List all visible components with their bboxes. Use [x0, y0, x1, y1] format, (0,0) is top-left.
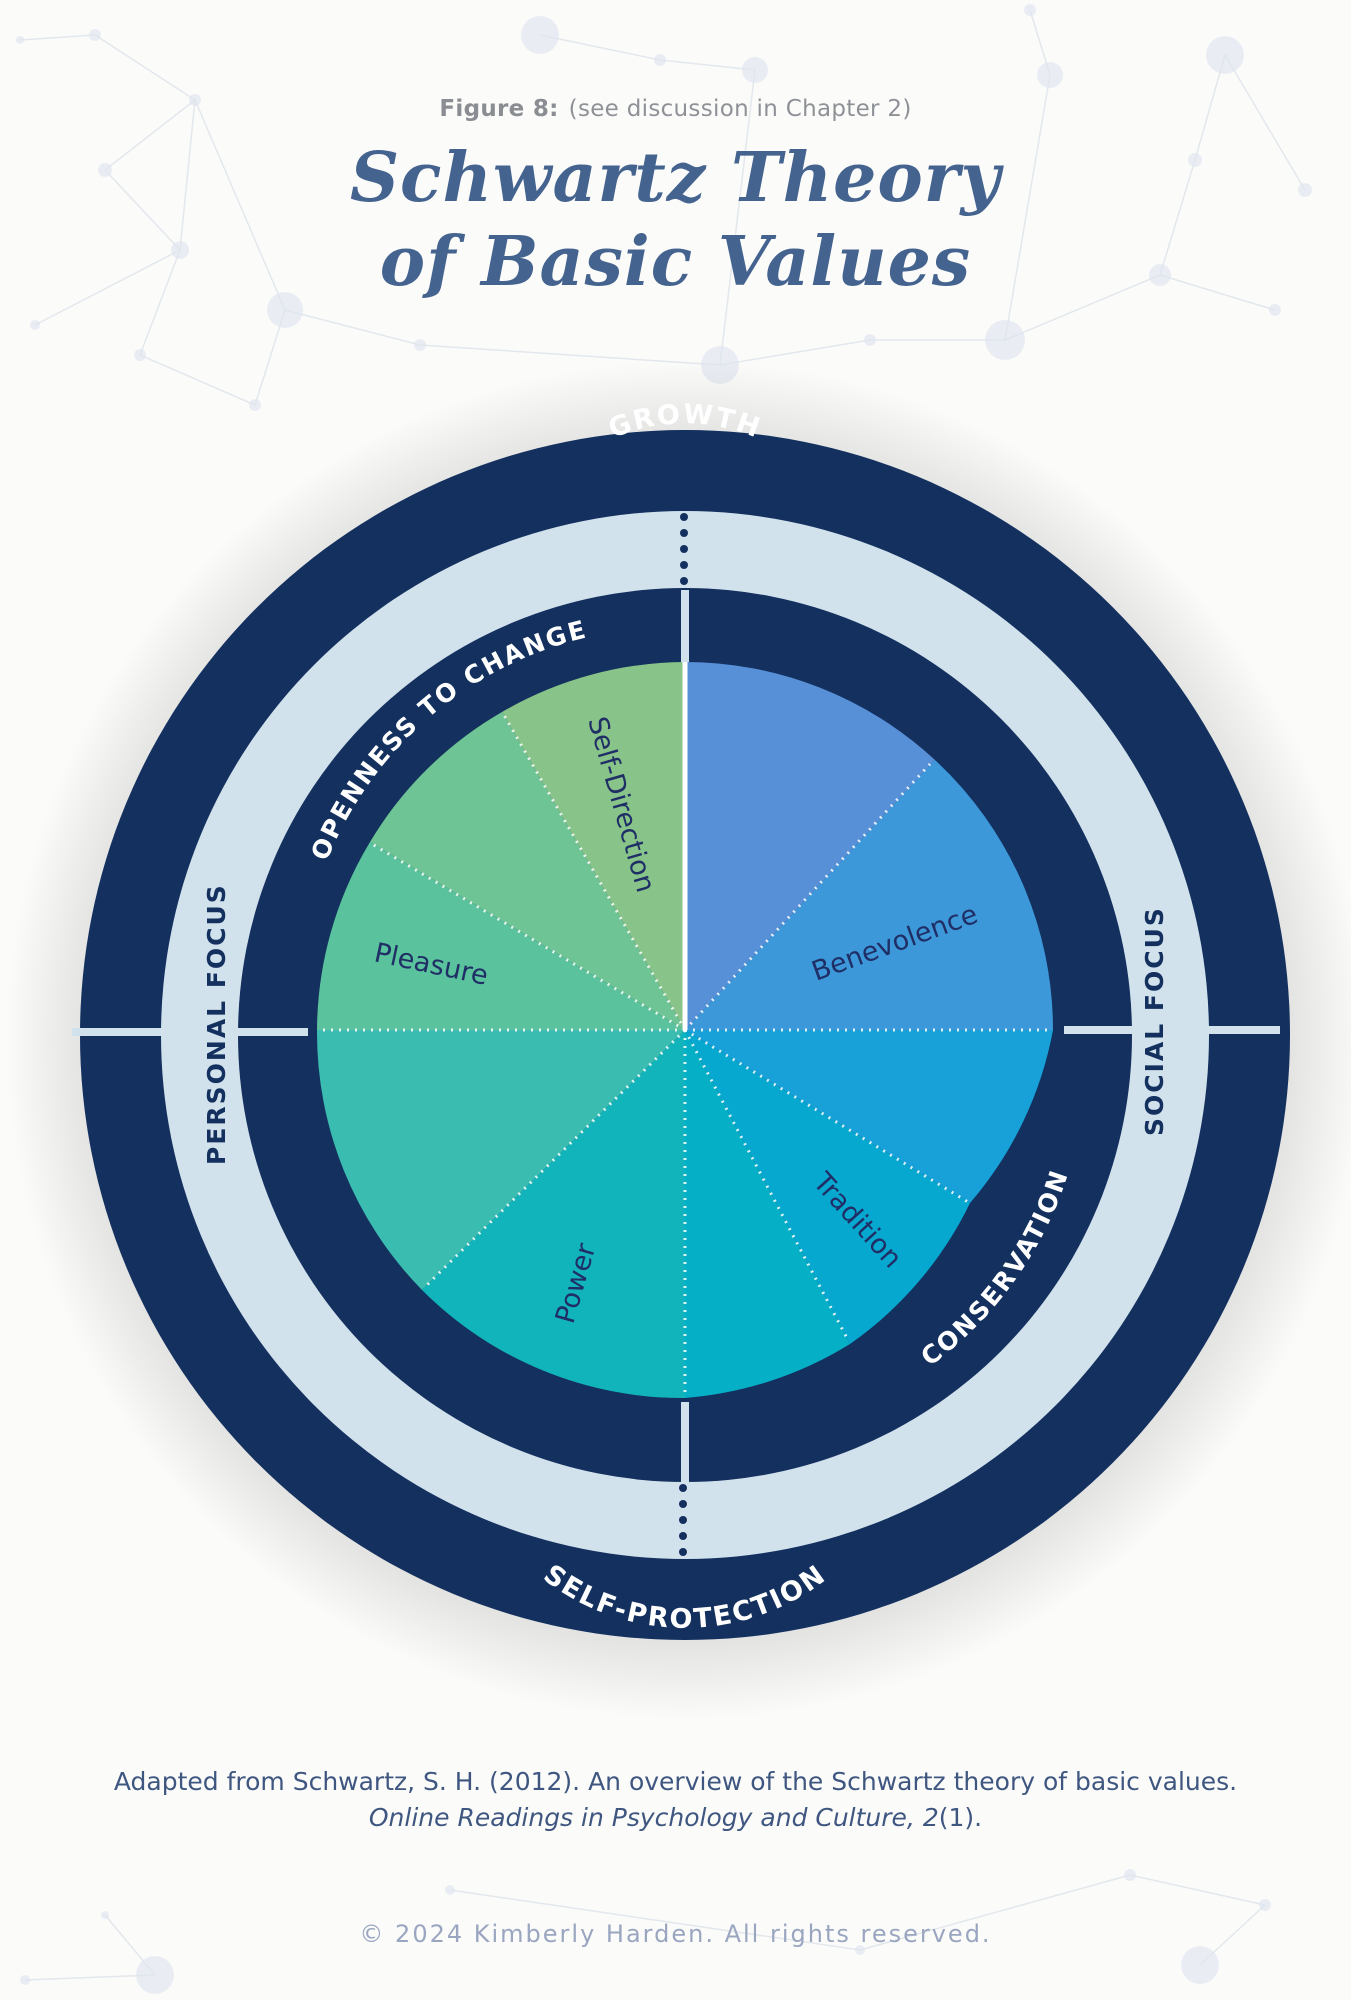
- network-node: [1181, 1946, 1219, 1984]
- title-line-1: Schwartz Theory: [349, 138, 1002, 218]
- network-node: [1024, 4, 1036, 16]
- network-node: [654, 54, 666, 66]
- network-edge: [179, 99, 196, 251]
- segment-power: [422, 1030, 685, 1399]
- network-edge: [34, 249, 181, 326]
- page-title: Schwartz Theory of Basic Values: [0, 136, 1351, 304]
- segment-benevolence-upper: [685, 662, 935, 1030]
- source-citation: Adapted from Schwartz, S. H. (2012). An …: [100, 1764, 1251, 1836]
- network-node: [20, 1975, 30, 1985]
- network-node: [30, 320, 40, 330]
- network-node: [1298, 183, 1312, 197]
- network-edge: [1159, 159, 1196, 276]
- segment-tradition: [685, 1030, 970, 1344]
- network-edge: [194, 99, 286, 311]
- network-node: [445, 1885, 455, 1895]
- network-node: [1037, 62, 1063, 88]
- network-node: [1206, 36, 1244, 74]
- network-node: [1149, 264, 1171, 286]
- network-node: [1188, 153, 1202, 167]
- network-edge: [1004, 74, 1051, 341]
- copyright-notice: © 2024 Kimberly Harden. All rights reser…: [359, 1920, 992, 1948]
- network-node: [136, 1956, 174, 1994]
- growth-dotted-connector: [680, 513, 688, 585]
- network-node: [414, 339, 426, 351]
- network-node: [864, 334, 876, 346]
- network-edge: [19, 34, 96, 41]
- segment-benevolence: [685, 760, 1053, 1030]
- network-edge: [104, 169, 181, 251]
- network-node: [521, 16, 559, 54]
- network-edge: [284, 309, 421, 346]
- segment-universalism: [685, 1030, 1053, 1203]
- network-node: [134, 349, 146, 361]
- network-node: [89, 29, 101, 41]
- segment-conformity: [685, 1030, 850, 1398]
- figure-caption: (see discussion in Chapter 2): [568, 96, 912, 122]
- network-node: [855, 1945, 865, 1955]
- citation-text: Adapted from Schwartz, S. H. (2012). An …: [113, 1767, 1238, 1796]
- network-node: [742, 57, 768, 83]
- network-edge: [94, 34, 196, 101]
- network-edge: [719, 69, 756, 366]
- segment-pleasure: [317, 842, 685, 1030]
- network-edge: [449, 1889, 861, 1951]
- network-node: [171, 241, 189, 259]
- light-ring-label-social-focus: SOCIAL FOCUS: [1140, 906, 1169, 1136]
- values-pie: [316, 662, 1053, 1399]
- segment-stimulation: [370, 712, 685, 1030]
- self-protection-dotted-connector: [679, 1484, 687, 1556]
- network-edge: [859, 1874, 1131, 1951]
- network-node: [1269, 304, 1281, 316]
- network-node: [98, 163, 112, 177]
- citation-journal: Online Readings in Psychology and Cultur…: [368, 1803, 939, 1832]
- network-edge: [1159, 274, 1276, 311]
- network-edge: [139, 354, 256, 406]
- network-node: [101, 1911, 109, 1919]
- network-edge: [1224, 54, 1306, 191]
- header: Figure 8: (see discussion in Chapter 2) S…: [0, 96, 1351, 304]
- outer-dividers: [72, 590, 1280, 1482]
- segment-self-direction: [502, 662, 685, 1030]
- network-edge: [719, 339, 871, 366]
- title-line-2: of Basic Values: [379, 222, 972, 302]
- light-ring-label-personal-focus: PERSONAL FOCUS: [202, 883, 231, 1165]
- citation-issue: (1).: [938, 1803, 983, 1832]
- network-edge: [1129, 1874, 1266, 1906]
- network-node: [249, 399, 261, 411]
- network-edge: [1004, 274, 1161, 341]
- figure-caption-line: Figure 8: (see discussion in Chapter 2): [0, 96, 1351, 122]
- network-edge: [659, 59, 756, 71]
- network-edge: [24, 1974, 156, 1981]
- network-node: [1124, 1869, 1136, 1881]
- network-node: [16, 36, 24, 44]
- figure-label: Figure 8:: [439, 96, 559, 122]
- network-node: [189, 94, 201, 106]
- network-node: [267, 292, 303, 328]
- network-edge: [139, 249, 181, 356]
- network-edge: [539, 34, 661, 61]
- segment-achievement: [316, 1030, 685, 1290]
- network-node: [985, 320, 1025, 360]
- pie-dotted-dividers: [319, 714, 1050, 1396]
- network-node: [1259, 1899, 1271, 1911]
- network-edge: [104, 99, 196, 171]
